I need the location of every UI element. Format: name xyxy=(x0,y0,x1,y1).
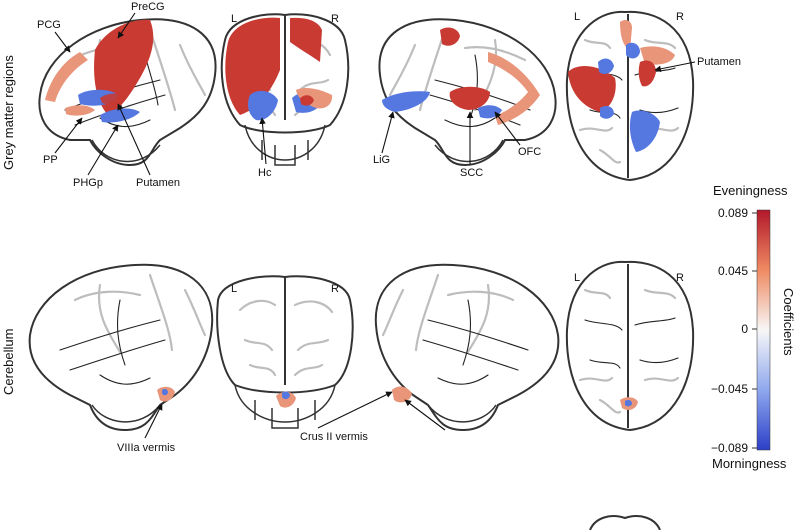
blob-axial-center-blue xyxy=(626,42,640,59)
label-scc: SCC xyxy=(460,167,483,179)
cereb-coronal-left-marker: L xyxy=(231,283,237,295)
row-label-cerebellum: Cerebellum xyxy=(1,329,16,395)
blob-hc-left xyxy=(248,90,278,121)
colorbar-tick: −0.089 xyxy=(711,441,748,455)
label-pp: PP xyxy=(43,154,58,166)
grey-left-lateral-view xyxy=(38,18,217,167)
colorbar-tick: 0.089 xyxy=(718,206,748,220)
arrow-lig xyxy=(381,111,395,154)
cerebellum-coronal-view xyxy=(216,275,354,429)
label-viiia-vermis: VIIIa vermis xyxy=(117,442,176,454)
arrow-viib-vermis xyxy=(404,399,446,431)
blob-axial-cerebellum-blue xyxy=(625,400,632,407)
colorbar-bottom-label: Morningness xyxy=(712,456,787,471)
blob-viiia-vermis-blue xyxy=(162,389,168,396)
grey-coronal-view xyxy=(220,13,350,166)
blob-coronal-left-red xyxy=(225,17,280,115)
colorbar-gradient xyxy=(756,209,771,451)
colorbar-tick: 0.045 xyxy=(718,264,748,278)
cerebellum-left-lateral-view xyxy=(28,263,214,432)
blob-lig xyxy=(382,91,430,112)
arrow-hc xyxy=(259,117,267,165)
label-putamen-axial: Putamen xyxy=(697,56,741,68)
cerebellum-right-lateral-view xyxy=(374,263,560,432)
cereb-axial-right-marker: R xyxy=(676,272,684,284)
colorbar-tick: 0 xyxy=(741,322,748,336)
arrow-phgp xyxy=(87,124,119,176)
label-pcg: PCG xyxy=(37,19,61,31)
blob-axial-right-salmon xyxy=(640,46,675,65)
colorbar-tick: −0.045 xyxy=(711,382,748,396)
blob-coronal-right-red xyxy=(290,17,322,62)
blob-pcg xyxy=(45,52,88,102)
colorbar: Eveningness 0.089 0.045 0 −0.045 −0.089 … xyxy=(711,183,796,471)
blob-coronal-right-salmon xyxy=(296,87,333,109)
arrow-viiia-vermis xyxy=(144,403,163,439)
blob-axial-left-blue xyxy=(598,58,614,74)
blob-coronal-central-red xyxy=(300,95,314,106)
cerebellum-axial-view xyxy=(565,260,695,432)
axial-left-marker: L xyxy=(574,11,580,23)
arrow-pcg xyxy=(54,31,71,53)
arrow-pp xyxy=(54,117,83,154)
arrow-precg xyxy=(117,12,136,39)
partial-brain-outline xyxy=(589,515,661,530)
axial-right-marker: R xyxy=(676,11,684,23)
cereb-coronal-right-marker: R xyxy=(331,283,339,295)
label-phgp: PHGp xyxy=(73,177,103,189)
label-lig: LiG xyxy=(373,154,390,166)
blob-phgp xyxy=(100,108,140,123)
row-label-grey-matter: Grey matter regions xyxy=(1,55,16,170)
blob-pp xyxy=(65,105,95,116)
colorbar-top-label: Eveningness xyxy=(713,183,788,198)
blob-putamen-lateral xyxy=(100,93,126,105)
grey-axial-view xyxy=(565,10,695,182)
label-crus-ii-vermis: Crus II vermis xyxy=(300,431,368,443)
coronal-left-marker: L xyxy=(231,13,237,25)
blob-right-upper-red xyxy=(440,27,460,46)
cereb-axial-left-marker: L xyxy=(574,272,580,284)
blob-putamen-axial xyxy=(638,60,656,87)
colorbar-axis-title: Coefficients xyxy=(781,288,796,356)
blob-crus-ii-vermis xyxy=(276,391,296,408)
arrow-putamen-axial xyxy=(654,61,696,73)
arrow-putamen-lateral xyxy=(117,103,151,176)
coronal-right-marker: R xyxy=(331,13,339,25)
blob-axial-lower-left-blue xyxy=(600,106,614,119)
blob-axial-top-salmon xyxy=(620,20,632,50)
label-putamen-lateral: Putamen xyxy=(136,177,180,189)
blob-scc xyxy=(449,86,490,110)
blob-right-arc-salmon xyxy=(488,52,540,125)
blob-viib-vermis xyxy=(392,386,412,403)
blob-crus-ii-vermis-blue xyxy=(282,391,290,400)
label-hc: Hc xyxy=(258,167,272,179)
blob-axial-lower-blue xyxy=(629,110,660,152)
arrow-ofc xyxy=(494,111,521,146)
grey-right-lateral-view xyxy=(378,18,557,167)
blob-axial-left-red xyxy=(568,66,616,112)
label-precg: PreCG xyxy=(131,1,165,13)
label-ofc: OFC xyxy=(518,146,541,158)
arrow-crus-ii-vermis xyxy=(317,391,393,429)
